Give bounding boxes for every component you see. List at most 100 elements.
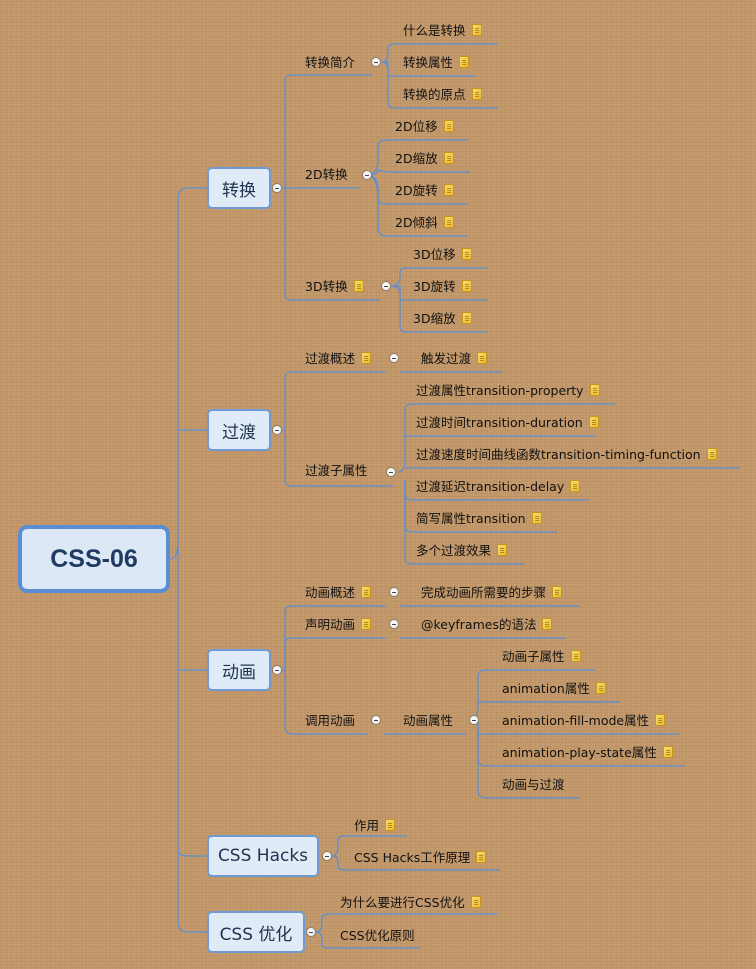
collapse-icon[interactable] bbox=[389, 619, 399, 629]
node-3d-translate[interactable]: 3D位移 bbox=[411, 243, 472, 267]
note-icon[interactable] bbox=[361, 586, 372, 598]
node-transition-overview[interactable]: 过渡概述 bbox=[303, 347, 372, 371]
note-icon[interactable] bbox=[471, 24, 482, 36]
note-icon[interactable] bbox=[542, 618, 553, 630]
node-trigger-transition[interactable]: 触发过渡 bbox=[419, 347, 488, 371]
node-transition-property[interactable]: 过渡属性transition-property bbox=[414, 379, 600, 403]
node-label: 作用 bbox=[354, 818, 380, 833]
note-icon[interactable] bbox=[570, 480, 581, 492]
collapse-icon[interactable] bbox=[389, 587, 399, 597]
node-label: 多个过渡效果 bbox=[416, 543, 492, 558]
node-animation-shorthand[interactable]: animation属性 bbox=[500, 677, 606, 701]
node-transition-delay[interactable]: 过渡延迟transition-delay bbox=[414, 475, 581, 499]
node-animation-subprops[interactable]: 动画子属性 bbox=[500, 645, 581, 669]
note-icon[interactable] bbox=[443, 184, 454, 196]
node-animation-play-state[interactable]: animation-play-state属性 bbox=[500, 741, 673, 765]
branch-css-optimize[interactable]: CSS 优化 bbox=[207, 911, 305, 953]
note-icon[interactable] bbox=[461, 280, 472, 292]
branch-transform[interactable]: 转换 bbox=[207, 167, 271, 209]
collapse-icon[interactable] bbox=[306, 927, 316, 937]
node-hacks-principle[interactable]: CSS Hacks工作原理 bbox=[352, 846, 487, 870]
node-declare-animation[interactable]: 声明动画 bbox=[303, 613, 372, 637]
collapse-icon[interactable] bbox=[371, 715, 381, 725]
note-icon[interactable] bbox=[470, 896, 481, 908]
note-icon[interactable] bbox=[476, 851, 487, 863]
note-icon[interactable] bbox=[385, 819, 396, 831]
node-3d-scale[interactable]: 3D缩放 bbox=[411, 307, 472, 331]
node-call-animation[interactable]: 调用动画 bbox=[303, 709, 355, 733]
note-icon[interactable] bbox=[443, 152, 454, 164]
node-what-is-transform[interactable]: 什么是转换 bbox=[401, 19, 482, 43]
node-optimize-principles[interactable]: CSS优化原则 bbox=[338, 924, 415, 948]
note-icon[interactable] bbox=[655, 714, 666, 726]
node-3d-transform[interactable]: 3D转换 bbox=[303, 275, 364, 299]
node-animation-vs-transition[interactable]: 动画与过渡 bbox=[500, 773, 565, 797]
note-icon[interactable] bbox=[552, 586, 563, 598]
branch-animation[interactable]: 动画 bbox=[207, 649, 271, 691]
note-icon[interactable] bbox=[353, 280, 364, 292]
node-keyframes-syntax[interactable]: @keyframes的语法 bbox=[419, 613, 553, 637]
node-why-optimize[interactable]: 为什么要进行CSS优化 bbox=[338, 891, 481, 915]
node-animation-overview[interactable]: 动画概述 bbox=[303, 581, 372, 605]
collapse-icon[interactable] bbox=[362, 170, 372, 180]
node-animation-props[interactable]: 动画属性 bbox=[401, 709, 453, 733]
collapse-icon[interactable] bbox=[272, 425, 282, 435]
collapse-icon[interactable] bbox=[469, 715, 479, 725]
node-animation-steps[interactable]: 完成动画所需要的步骤 bbox=[419, 581, 563, 605]
node-label: 转换简介 bbox=[305, 55, 356, 70]
note-icon[interactable] bbox=[477, 352, 488, 364]
note-icon[interactable] bbox=[589, 384, 600, 396]
note-icon[interactable] bbox=[706, 448, 717, 460]
node-2d-scale[interactable]: 2D缩放 bbox=[393, 147, 454, 171]
node-label: 过渡时间transition-duration bbox=[416, 415, 583, 430]
note-icon[interactable] bbox=[443, 216, 454, 228]
collapse-icon[interactable] bbox=[389, 353, 399, 363]
node-2d-skew[interactable]: 2D倾斜 bbox=[393, 211, 454, 235]
collapse-icon[interactable] bbox=[381, 281, 391, 291]
node-label: 过渡概述 bbox=[305, 351, 356, 366]
node-label: CSS Hacks工作原理 bbox=[354, 850, 471, 865]
note-icon[interactable] bbox=[461, 312, 472, 324]
node-transition-subprops[interactable]: 过渡子属性 bbox=[303, 459, 368, 483]
branch-transition[interactable]: 过渡 bbox=[207, 409, 271, 451]
note-icon[interactable] bbox=[595, 682, 606, 694]
note-icon[interactable] bbox=[361, 352, 372, 364]
node-2d-translate[interactable]: 2D位移 bbox=[393, 115, 454, 139]
node-transition-timing-function[interactable]: 过渡速度时间曲线函数transition-timing-function bbox=[414, 443, 717, 467]
node-hacks-purpose[interactable]: 作用 bbox=[352, 814, 396, 838]
note-icon[interactable] bbox=[461, 248, 472, 260]
node-2d-transform[interactable]: 2D转换 bbox=[303, 163, 348, 187]
note-icon[interactable] bbox=[497, 544, 508, 556]
node-label: animation-play-state属性 bbox=[502, 745, 657, 760]
note-icon[interactable] bbox=[459, 56, 470, 68]
node-label: CSS优化原则 bbox=[340, 928, 415, 943]
node-label: 动画概述 bbox=[305, 585, 356, 600]
note-icon[interactable] bbox=[531, 512, 542, 524]
note-icon[interactable] bbox=[588, 416, 599, 428]
node-multiple-transitions[interactable]: 多个过渡效果 bbox=[414, 539, 508, 563]
collapse-icon[interactable] bbox=[322, 851, 332, 861]
branch-css-hacks[interactable]: CSS Hacks bbox=[207, 835, 319, 877]
collapse-icon[interactable] bbox=[386, 467, 396, 477]
node-3d-rotate[interactable]: 3D旋转 bbox=[411, 275, 472, 299]
root-node[interactable]: CSS-06 bbox=[18, 525, 170, 593]
node-animation-fill-mode[interactable]: animation-fill-mode属性 bbox=[500, 709, 666, 733]
collapse-icon[interactable] bbox=[272, 183, 282, 193]
node-transform-origin[interactable]: 转换的原点 bbox=[401, 83, 482, 107]
node-transform-intro[interactable]: 转换简介 bbox=[303, 51, 355, 75]
node-label: 过渡延迟transition-delay bbox=[416, 479, 565, 494]
note-icon[interactable] bbox=[570, 650, 581, 662]
collapse-icon[interactable] bbox=[371, 57, 381, 67]
node-transition-duration[interactable]: 过渡时间transition-duration bbox=[414, 411, 599, 435]
note-icon[interactable] bbox=[471, 88, 482, 100]
node-label: 动画属性 bbox=[403, 713, 454, 728]
note-icon[interactable] bbox=[443, 120, 454, 132]
node-label: 为什么要进行CSS优化 bbox=[340, 895, 465, 910]
note-icon[interactable] bbox=[361, 618, 372, 630]
node-label: 过渡速度时间曲线函数transition-timing-function bbox=[416, 447, 701, 462]
node-transition-shorthand[interactable]: 简写属性transition bbox=[414, 507, 542, 531]
node-2d-rotate[interactable]: 2D旋转 bbox=[393, 179, 454, 203]
collapse-icon[interactable] bbox=[272, 665, 282, 675]
node-transform-props[interactable]: 转换属性 bbox=[401, 51, 470, 75]
note-icon[interactable] bbox=[662, 746, 673, 758]
